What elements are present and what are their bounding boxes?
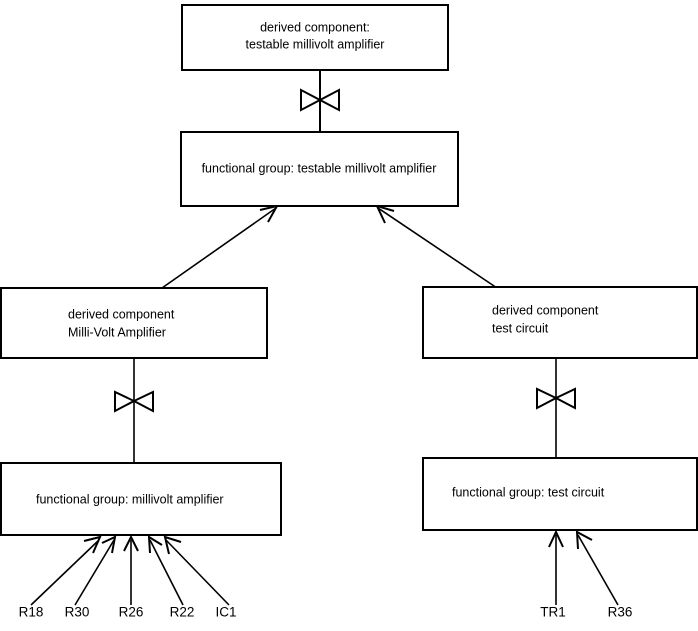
- box-outline-derived-testable: [181, 4, 449, 71]
- connector-test-circuit-to-testable: [377, 207, 498, 289]
- leaf-label-r26: R26: [119, 605, 144, 620]
- bowtie-aggregation-icon-right: [536, 387, 576, 410]
- leaf-label-r30: R30: [65, 605, 90, 620]
- arrowhead-r18-icon: [83, 535, 102, 554]
- connector-r30: [74, 539, 115, 606]
- arrowhead-r30-icon: [101, 535, 117, 554]
- leaf-label-r22: R22: [170, 605, 195, 620]
- arrowhead-r22-icon: [147, 535, 163, 554]
- arrowhead-r26-icon: [123, 534, 139, 552]
- leaf-label-ic1: IC1: [215, 605, 236, 620]
- bowtie-aggregation-icon-top: [300, 88, 340, 112]
- box-outline-functional-millivolt: [0, 462, 282, 536]
- leaf-label-r18: R18: [19, 605, 44, 620]
- box-label-derived-milli-volt-line2: Milli-Volt Amplifier: [68, 325, 166, 339]
- connector-ic1: [165, 539, 230, 606]
- arrowhead-tr1-icon: [548, 529, 564, 548]
- box-label-derived-testable-line1: derived component:: [260, 20, 370, 34]
- box-label-derived-milli-volt-line1: derived component: [68, 307, 175, 321]
- box-label-functional-millivolt: functional group: millivolt amplifier: [36, 492, 224, 506]
- connector-r18: [30, 539, 100, 606]
- box-outline-derived-test-circuit: [422, 286, 698, 359]
- box-derived-testable-millivolt-amplifier[interactable]: derived component: testable millivolt am…: [181, 4, 449, 71]
- box-label-functional-test-circuit: functional group: test circuit: [452, 485, 605, 499]
- connector-r36: [577, 534, 619, 606]
- box-label-functional-testable: functional group: testable millivolt amp…: [202, 161, 437, 175]
- box-label-derived-testable-line2: testable millivolt amplifier: [246, 37, 385, 51]
- box-functional-group-test-circuit[interactable]: functional group: test circuit: [422, 457, 698, 531]
- arrowhead-r36-icon: [575, 530, 593, 550]
- bowtie-aggregation-icon-left: [114, 390, 154, 413]
- connector-milli-volt-amplifier-to-testable: [161, 207, 277, 289]
- box-outline-functional-test-circuit: [422, 457, 698, 531]
- box-functional-group-testable-millivolt-amplifier[interactable]: functional group: testable millivolt amp…: [180, 131, 459, 207]
- box-label-derived-test-circuit-line1: derived component: [492, 303, 599, 317]
- arrowhead-ic1-icon: [163, 535, 182, 555]
- box-functional-group-millivolt-amplifier[interactable]: functional group: millivolt amplifier: [0, 462, 282, 536]
- leaf-label-tr1: TR1: [540, 605, 566, 620]
- box-outline-derived-milli-volt: [0, 287, 268, 359]
- box-outline-functional-testable: [180, 131, 459, 207]
- box-derived-milli-volt-amplifier[interactable]: derived component Milli-Volt Amplifier: [0, 287, 268, 359]
- leaf-label-r36: R36: [608, 605, 633, 620]
- box-derived-test-circuit[interactable]: derived component test circuit: [422, 286, 698, 359]
- box-label-derived-test-circuit-line2: test circuit: [492, 321, 549, 335]
- connector-r22: [149, 539, 184, 606]
